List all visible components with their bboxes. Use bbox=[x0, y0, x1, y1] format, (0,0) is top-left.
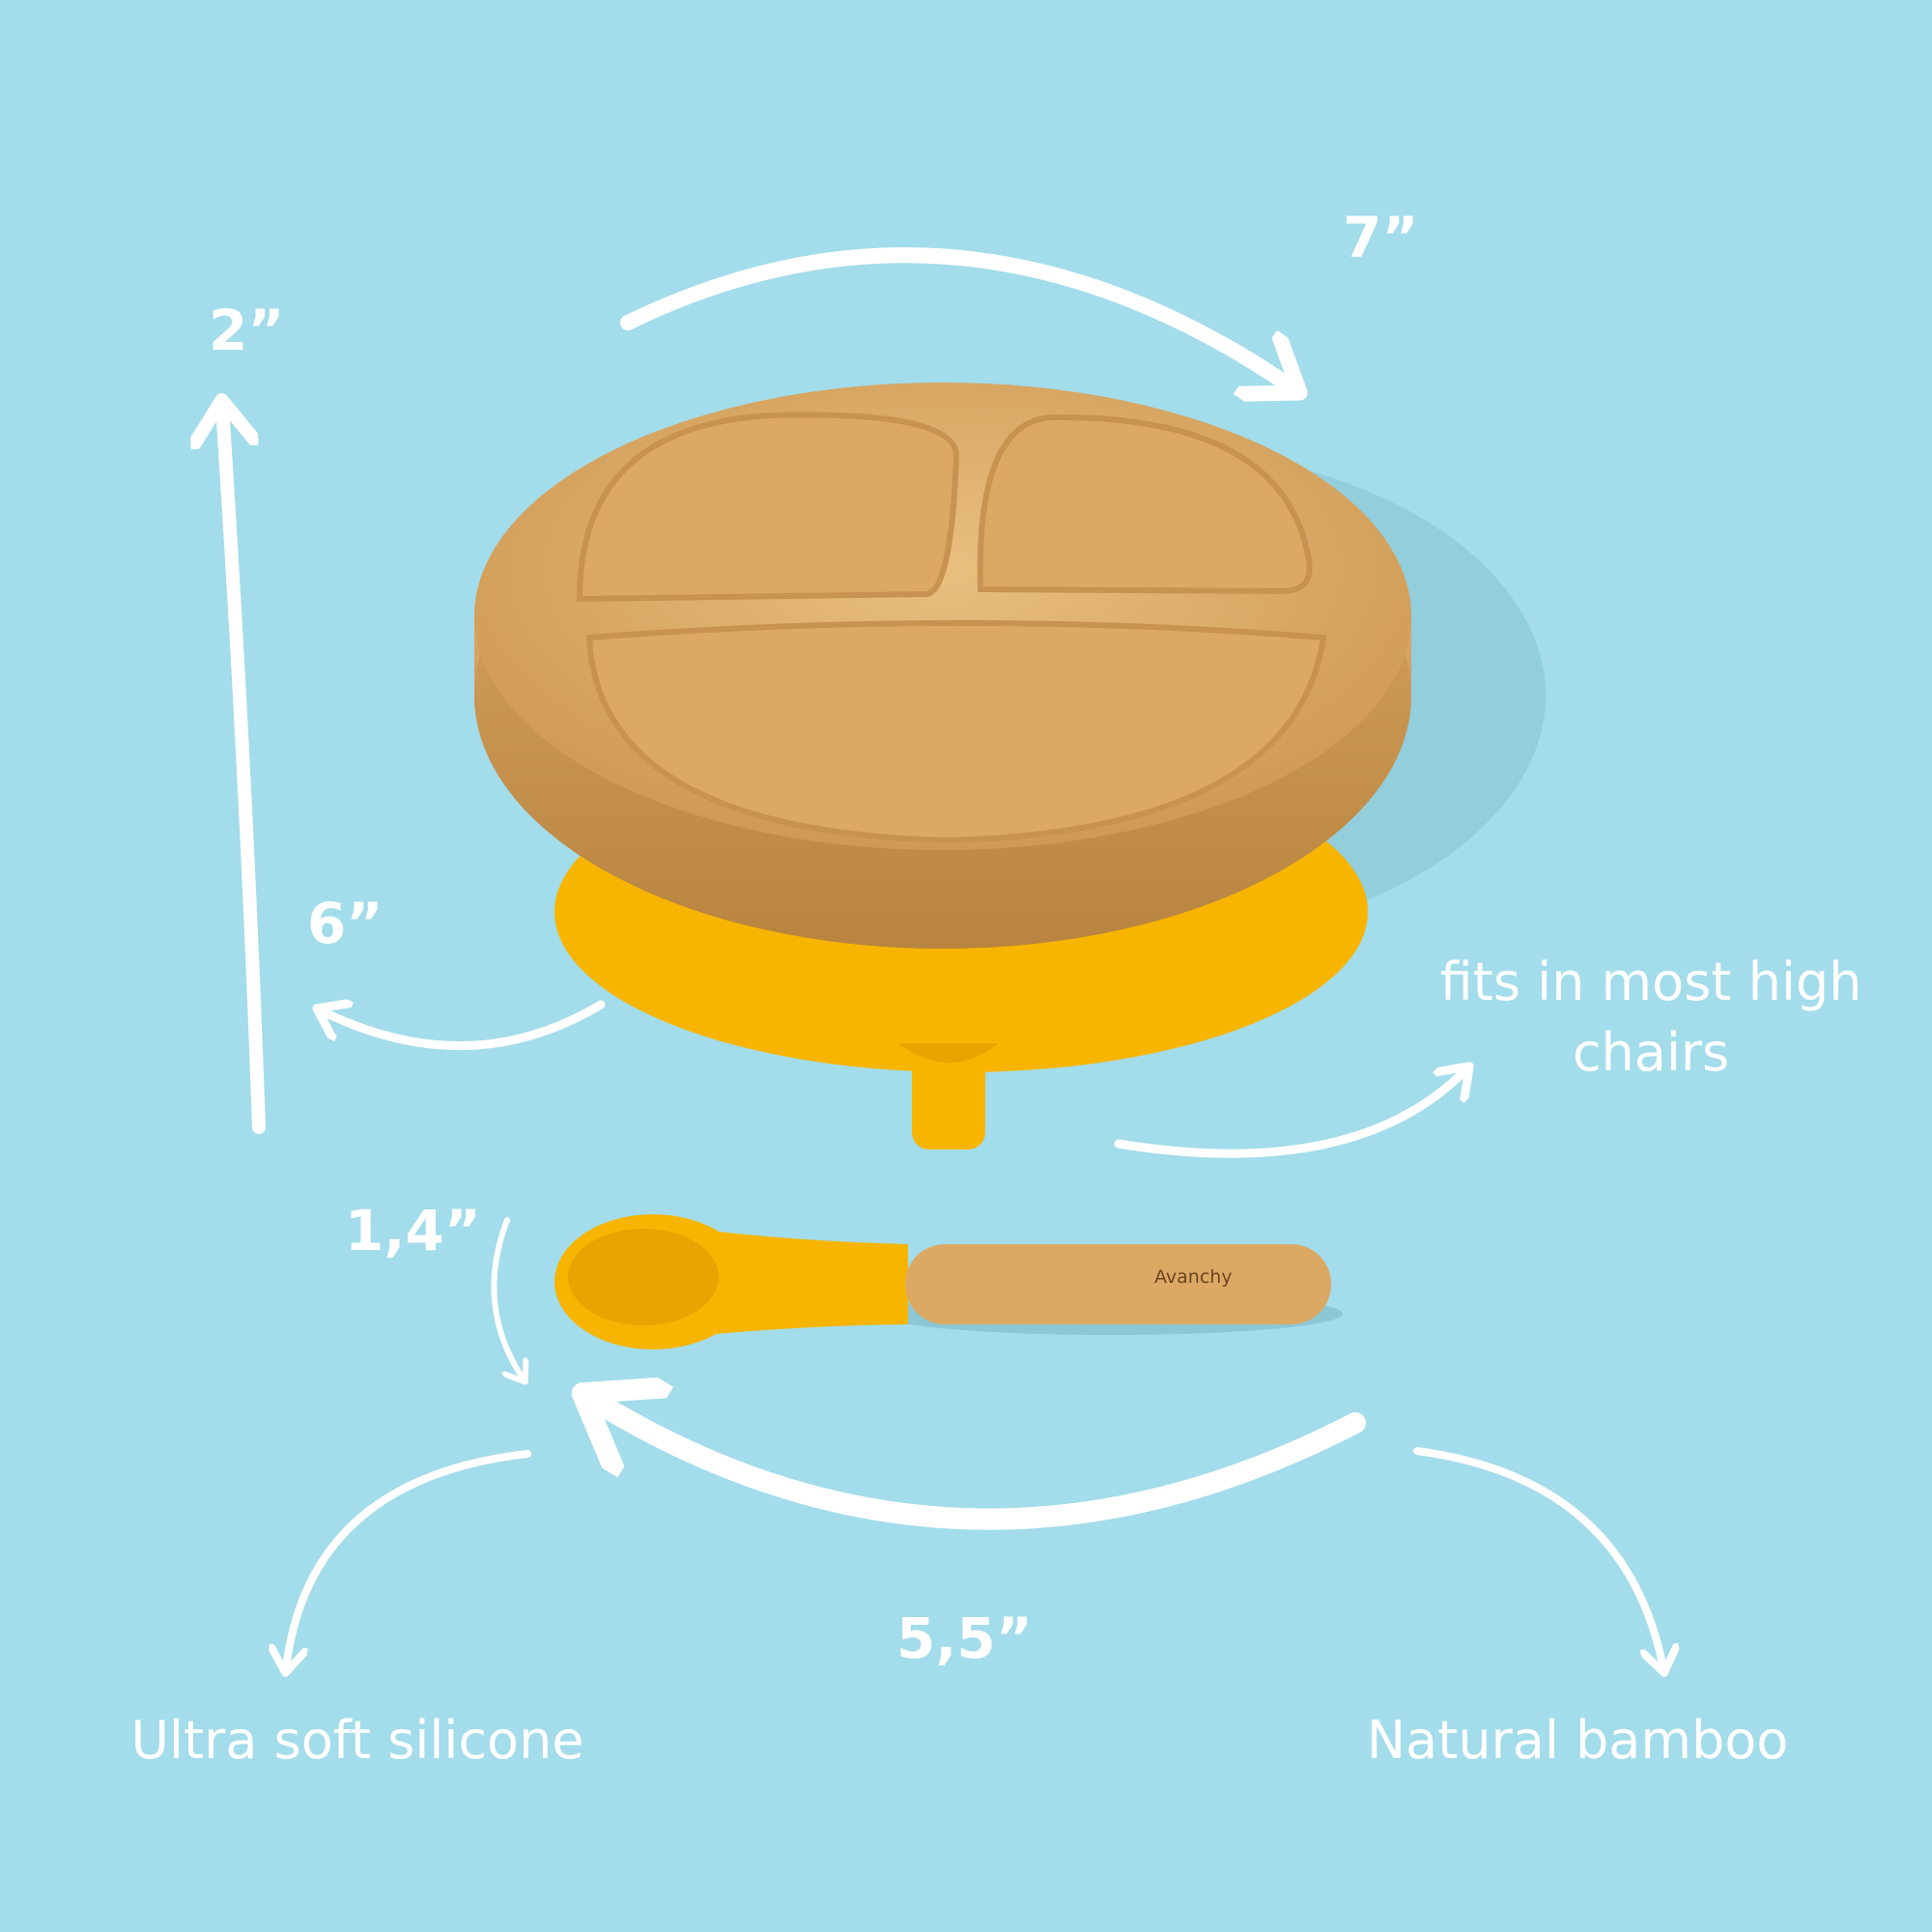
arrow-high-chairs bbox=[1114, 1069, 1466, 1158]
spoon-length-label: 5,5” bbox=[896, 1605, 1033, 1671]
spoon-width-label: 1,4” bbox=[345, 1198, 481, 1264]
arrow-silicone bbox=[286, 1450, 531, 1669]
plate-height-label: 2” bbox=[209, 298, 285, 363]
arrow-spoon-length bbox=[591, 1399, 1366, 1530]
arrow-base-width bbox=[321, 1005, 606, 1050]
dimension-arrows bbox=[222, 247, 1663, 1669]
spoon-brand-logo: Avanchy bbox=[1154, 1266, 1233, 1288]
bamboo-caption: Natural bamboo bbox=[1366, 1710, 1789, 1771]
arrow-plate-height bbox=[222, 407, 266, 1134]
silicone-caption: Ultra soft silicone bbox=[130, 1710, 584, 1771]
base-width-label: 6” bbox=[307, 891, 384, 956]
high-chairs-caption-line1: fits in most high bbox=[1439, 952, 1862, 1012]
arrow-spoon-width bbox=[491, 1217, 524, 1379]
arrow-plate-width bbox=[620, 247, 1293, 388]
bamboo-plate bbox=[474, 383, 1411, 949]
arrow-bamboo bbox=[1413, 1447, 1663, 1669]
spoon-handle bbox=[905, 1244, 1331, 1324]
high-chairs-caption-line2: chairs bbox=[1572, 1022, 1730, 1083]
plate-width-label: 7” bbox=[1343, 205, 1419, 270]
spoon bbox=[554, 1214, 1343, 1350]
